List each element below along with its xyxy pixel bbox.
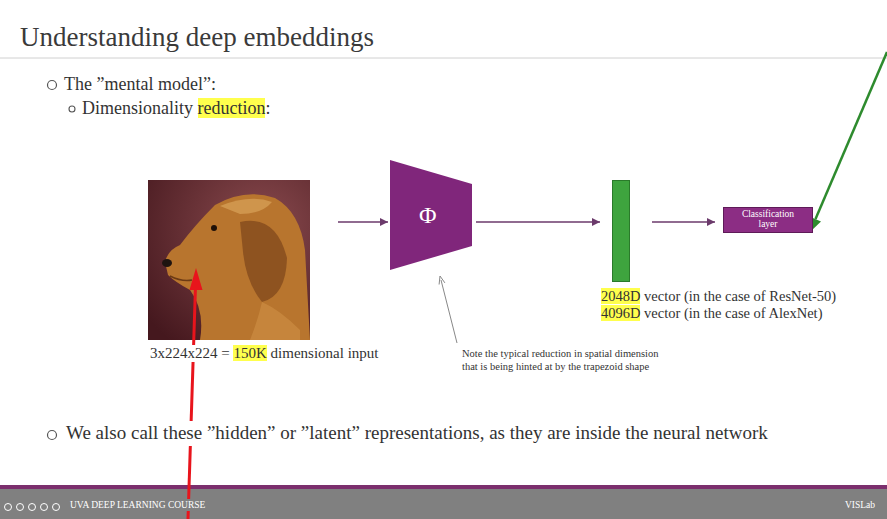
- text-run: vector (in the case of ResNet-50): [640, 288, 836, 304]
- nav-icon: [5, 504, 12, 511]
- leader-line: [441, 280, 457, 343]
- text-run: vector (in the case of AlexNet): [640, 305, 822, 321]
- highlighted-word: 2048D: [601, 288, 640, 304]
- leader-head: [439, 276, 445, 285]
- note-leader: [439, 276, 457, 343]
- nav-icons: [5, 504, 60, 511]
- bullet-text: We also call these ”hidden” or ”latent” …: [64, 421, 868, 446]
- footer-rule: [0, 485, 887, 489]
- bullet: [48, 81, 57, 90]
- fur-highlight: [220, 199, 272, 214]
- text-run: :: [265, 98, 270, 118]
- vector-size-label: 2048D vector (in the case of ResNet-50): [601, 288, 836, 305]
- dog-photo: [148, 180, 310, 340]
- input-image: 3x224x224 = 150K dimensional input: [148, 180, 310, 340]
- trapezoid-shape: [390, 160, 472, 270]
- dog-nose: [162, 259, 172, 267]
- title-rule: [0, 58, 887, 59]
- photo-ground: [148, 180, 310, 340]
- slide-title: Understanding deep embeddings: [20, 20, 374, 55]
- function-symbol: Φ: [390, 160, 465, 270]
- nav-icon: [29, 504, 36, 511]
- footer-text: VISLab: [843, 499, 877, 511]
- highlighted-word: 4096D: [601, 305, 640, 321]
- flow-arrow: [652, 221, 715, 222]
- text-run: 3x224x224 =: [150, 345, 233, 361]
- bullet-text: The ”mental model”:: [64, 73, 216, 96]
- arrow-shaft: [816, 52, 887, 219]
- dog-head: [165, 194, 310, 340]
- embedding-vector: 2048D vector (in the case of ResNet-50)4…: [612, 180, 630, 282]
- text-run: Dimensionality: [82, 98, 198, 118]
- dog-eye: [211, 225, 217, 231]
- flow-arrow: [476, 221, 600, 222]
- footer-bar: [0, 489, 887, 519]
- green-annotation-arrow: [810, 52, 887, 232]
- vector-size-label: 4096D vector (in the case of AlexNet): [601, 305, 822, 322]
- highlighted-word: 150K: [233, 345, 266, 361]
- dog-ear: [240, 221, 287, 302]
- arrow-head: [190, 268, 203, 290]
- nav-icon: [41, 504, 48, 511]
- dog-mouth: [170, 276, 192, 281]
- note-text: Note the typical reduction in spatial di…: [460, 347, 664, 373]
- sub-bullet-text: Dimensionality reduction:: [82, 97, 271, 120]
- classification-box: Classification layer: [723, 207, 813, 233]
- sub-bullet: [69, 106, 75, 112]
- footer-text: UVA DEEP LEARNING COURSE: [68, 499, 207, 511]
- text-run: dimensional input: [267, 345, 379, 361]
- flow-arrow: [338, 221, 388, 222]
- image-caption: 3x224x224 = 150K dimensional input: [148, 345, 380, 362]
- fur-highlight: [250, 302, 300, 340]
- red-annotation-arrow: [188, 268, 203, 519]
- nav-icon: [53, 504, 60, 511]
- encoder-trapezoid: Φ: [390, 160, 472, 270]
- box-text: Classification layer: [742, 210, 794, 230]
- nav-icon: [17, 504, 24, 511]
- highlighted-word: reduction: [198, 98, 266, 118]
- bullet: [48, 431, 57, 440]
- arrow-shaft: [188, 286, 196, 519]
